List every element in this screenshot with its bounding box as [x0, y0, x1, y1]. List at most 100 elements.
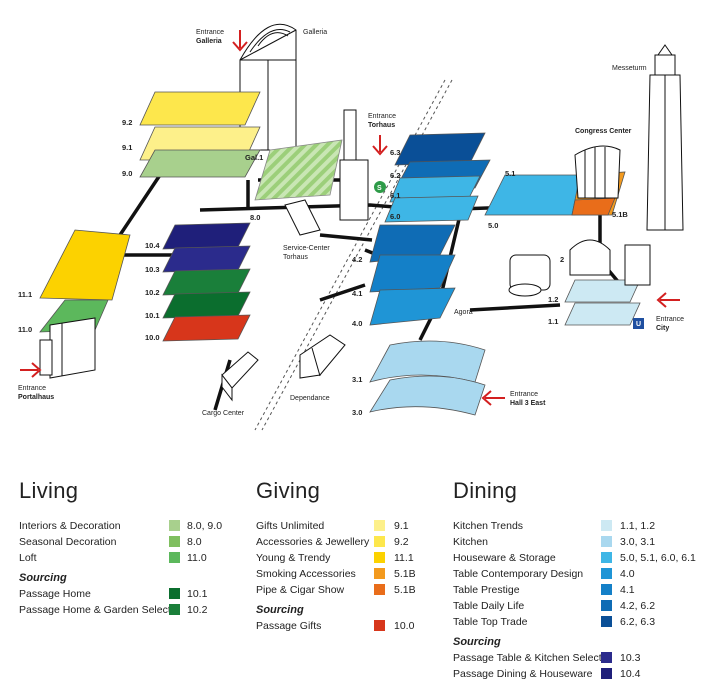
u-bahn-badge: U — [636, 321, 641, 328]
hall-8 — [254, 139, 343, 201]
legend-swatch — [601, 668, 612, 679]
label-galleria: Galleria — [303, 29, 327, 36]
legend-row-name: Houseware & Storage — [453, 552, 556, 564]
level-1-1: 1.1 — [548, 317, 558, 326]
legend-dining-sourcing-title: Sourcing — [453, 636, 501, 648]
arrow-galleria-icon — [232, 30, 248, 52]
entrance-city-name: City — [656, 325, 669, 332]
legend-swatch — [601, 652, 612, 663]
entrance-galleria-name: Galleria — [196, 38, 222, 45]
legend-row-name: Kitchen Trends — [453, 520, 524, 532]
level-9-1: 9.1 — [122, 143, 132, 152]
label-service-center: Service-Center — [283, 245, 330, 252]
entrance-torhaus-title: Entrance — [368, 113, 396, 120]
legend-swatch — [601, 600, 612, 611]
legend-row-name: Table Top Trade — [453, 616, 528, 628]
entrance-portalhaus-title: Entrance — [18, 385, 46, 392]
legend-row-halls: 8.0 — [187, 536, 202, 548]
legend-swatch — [374, 620, 385, 631]
level-3-0: 3.0 — [352, 408, 362, 417]
label-cargo-center: Cargo Center — [202, 410, 245, 417]
label-messeturm: Messeturm — [612, 65, 647, 72]
hall-10 — [162, 222, 251, 342]
legend-row-halls: 3.0, 3.1 — [620, 536, 656, 548]
entrance-city-title: Entrance — [656, 316, 684, 323]
legend-row: Kitchen 3.0, 3.1 — [453, 534, 698, 550]
legend-row-name: Table Contemporary Design — [453, 568, 584, 580]
level-9-2: 9.2 — [122, 118, 132, 127]
legend-row-name: Table Prestige — [453, 584, 520, 596]
legend-giving-title: Giving — [256, 478, 321, 503]
legend-dining-title: Dining — [453, 478, 518, 503]
legend-row-name: Passage Table & Kitchen Select — [453, 652, 602, 664]
legend-row-name: Passage Home & Garden Select — [19, 604, 171, 616]
level-5-1b: 5.1B — [612, 210, 628, 219]
legend-row-name: Pipe & Cigar Show — [256, 584, 345, 596]
level-10-1: 10.1 — [145, 311, 160, 320]
level-6-0: 6.0 — [390, 212, 400, 221]
legend-row-name: Passage Dining & Houseware — [453, 668, 593, 680]
s-bahn-badge: S — [377, 185, 382, 192]
entrance-portalhaus-name: Portalhaus — [18, 394, 54, 401]
fairground-map: Galleria 9.2 9.1 9.0 Gal.1 8.0 11.1 11.0… — [18, 23, 684, 431]
legend-row-name: Passage Gifts — [256, 620, 322, 632]
level-4-0: 4.0 — [352, 319, 362, 328]
legend-row-name: Gifts Unlimited — [256, 520, 325, 532]
level-11-1: 11.1 — [18, 290, 32, 299]
hall-4 — [369, 224, 456, 326]
level-10-2: 10.2 — [145, 288, 160, 297]
entrance-hall3-title: Entrance — [510, 391, 538, 398]
legend-row: Table Contemporary Design 4.0 — [453, 566, 698, 582]
city-building — [624, 244, 651, 286]
entrance-galleria-title: Entrance — [196, 29, 224, 36]
messeturm-building — [646, 44, 684, 231]
legend-row-halls: 5.1B — [394, 584, 416, 596]
legend-row-halls: 11.0 — [187, 552, 207, 564]
u-bahn-icon — [633, 318, 644, 329]
level-10-0: 10.0 — [145, 333, 160, 342]
level-9-0: 9.0 — [122, 169, 132, 178]
cargo-center-building — [221, 351, 259, 402]
legend-row-halls: 9.2 — [394, 536, 409, 548]
legend-row: Houseware & Storage 5.0, 5.1, 6.0, 6.1 — [453, 550, 698, 566]
entrance-torhaus-name: Torhaus — [368, 122, 395, 129]
legend-swatch — [374, 536, 385, 547]
legend-living-title: Living — [19, 478, 79, 503]
legend-swatch — [601, 568, 612, 579]
level-gal-1: Gal.1 — [245, 153, 263, 162]
level-3-1: 3.1 — [352, 375, 362, 384]
legend-row-halls: 5.0, 5.1, 6.0, 6.1 — [620, 552, 696, 564]
legend-row: Pipe & Cigar Show 5.1B — [256, 582, 431, 598]
legend-swatch — [601, 584, 612, 595]
legend-swatch — [601, 616, 612, 627]
torhaus-building — [284, 109, 369, 236]
level-8-0: 8.0 — [250, 213, 260, 222]
hall-1 — [564, 279, 641, 326]
legend-row-halls: 11.1 — [394, 552, 414, 564]
arrow-city-icon — [656, 292, 680, 308]
s-bahn-icon — [374, 181, 386, 193]
portalhaus-building — [39, 317, 96, 379]
legend-row-halls: 4.0 — [620, 568, 635, 580]
legend-swatch — [601, 520, 612, 531]
legend-row: Gifts Unlimited 9.1 — [256, 518, 431, 534]
level-4-1: 4.1 — [352, 289, 362, 298]
legend-row-halls: 9.1 — [394, 520, 409, 532]
legend-swatch — [169, 588, 180, 599]
legend-row-name: Kitchen — [453, 536, 489, 548]
legend-row-name: Smoking Accessories — [256, 568, 356, 580]
